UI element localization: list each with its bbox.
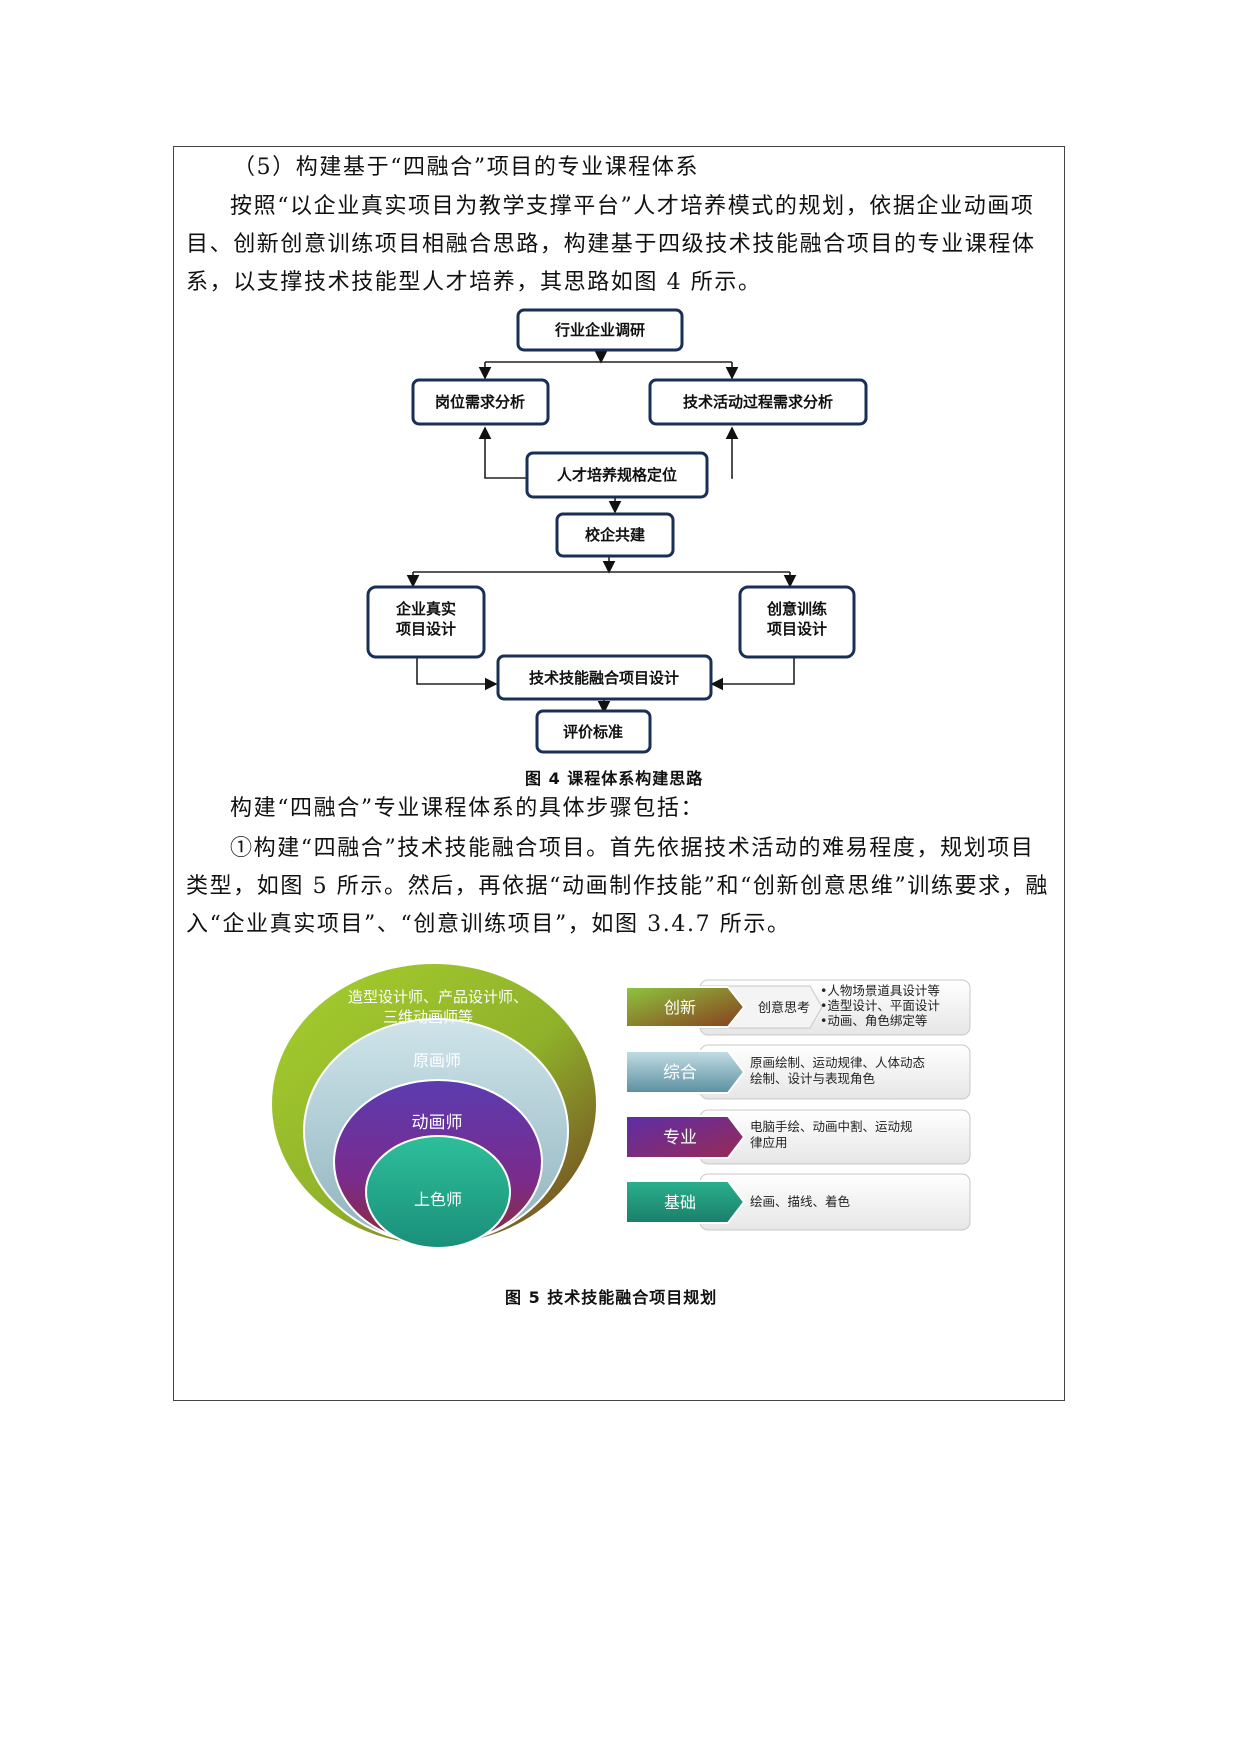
node-school-enterprise — [555, 512, 675, 558]
node-post-analysis — [411, 378, 550, 426]
circle-third-label: 动画师 — [412, 1113, 463, 1133]
node-talent-positioning-label: 人才培养规格定位 — [557, 466, 677, 484]
paragraph-intro: 按照“以企业真实项目为教学支撑平台”人才培养模式的规划，依据企业动画项目、创新创… — [186, 194, 1036, 295]
row-4-tag — [625, 1180, 746, 1224]
row-3-line-2: 律应用 — [750, 1135, 788, 1150]
node-tech-analysis-label: 技术活动过程需求分析 — [683, 393, 833, 411]
row-1-line-2: •造型设计、平面设计 — [820, 998, 940, 1013]
row-3-tag — [625, 1115, 746, 1159]
row-1-tag-label: 创新 — [664, 998, 696, 1017]
node-creative-project-label-2: 项目设计 — [767, 620, 827, 638]
row-3-tag-label: 专业 — [663, 1128, 697, 1148]
node-industry-research-label: 行业企业调研 — [554, 321, 645, 339]
circle-outer-label-1: 造型设计师、产品设计师、 — [348, 988, 528, 1006]
row-1-line-3: •动画、角色绑定等 — [820, 1013, 927, 1028]
node-enterprise-project — [366, 585, 486, 659]
node-fusion-design-label: 技术技能融合项目设计 — [529, 669, 679, 687]
row-4-line-1: 绘画、描线、着色 — [750, 1194, 851, 1209]
circle-outer-label-2: 三维动画师等 — [383, 1008, 473, 1026]
row-1-tag — [625, 986, 746, 1028]
row-3-line-1: 电脑手绘、动画中割、运动规 — [750, 1119, 913, 1134]
node-evaluation — [535, 709, 652, 754]
node-enterprise-project-label-1: 企业真实 — [395, 600, 456, 618]
circle-inner — [365, 1135, 511, 1249]
row-2-line-1: 原画绘制、运动规律、人体动态 — [750, 1055, 925, 1070]
circle-second-label: 原画师 — [413, 1051, 461, 1070]
row-2-tag-label: 综合 — [663, 1063, 697, 1083]
node-talent-positioning — [525, 451, 709, 499]
page-frame — [173, 146, 1065, 1401]
figure-5-caption: 图 5 技术技能融合项目规划 — [505, 1288, 718, 1307]
row-1-sub-label: 创意思考 — [758, 1000, 810, 1016]
node-evaluation-label: 评价标准 — [563, 723, 623, 741]
node-industry-research — [516, 308, 684, 352]
node-post-analysis-label: 岗位需求分析 — [435, 393, 525, 411]
node-school-enterprise-label: 校企共建 — [585, 526, 646, 544]
section-heading: （5）构建基于“四融合”项目的专业课程体系 — [233, 155, 700, 180]
node-creative-project-label-1: 创意训练 — [766, 600, 827, 618]
row-2-tag — [625, 1050, 746, 1094]
figure-4-caption: 图 4 课程体系构建思路 — [525, 769, 704, 788]
node-enterprise-project-label-2: 项目设计 — [396, 620, 456, 638]
row-2-line-2: 绘制、设计与表现角色 — [750, 1071, 876, 1086]
paragraph-step-1: ①构建“四融合”技术技能融合项目。首先依据技术活动的难易程度，规划项目类型，如图… — [186, 836, 1049, 937]
figure-5-diagram: 造型设计师、产品设计师、 三维动画师等 原画师 动画师 上色师 创新 创意思考 … — [272, 964, 971, 1249]
row-4-tag-label: 基础 — [664, 1193, 696, 1212]
flowchart-figure-4: 行业企业调研 岗位需求分析 技术活动过程需求分析 人才培养规格定位 校企共建 企… — [366, 308, 868, 754]
circle-inner-label: 上色师 — [414, 1190, 462, 1209]
paragraph-steps-intro: 构建“四融合”专业课程体系的具体步骤包括： — [230, 796, 705, 821]
row-1-line-1: •人物场景道具设计等 — [820, 983, 940, 998]
node-tech-analysis — [648, 378, 868, 426]
node-creative-project — [738, 585, 856, 659]
node-fusion-design — [496, 654, 713, 701]
